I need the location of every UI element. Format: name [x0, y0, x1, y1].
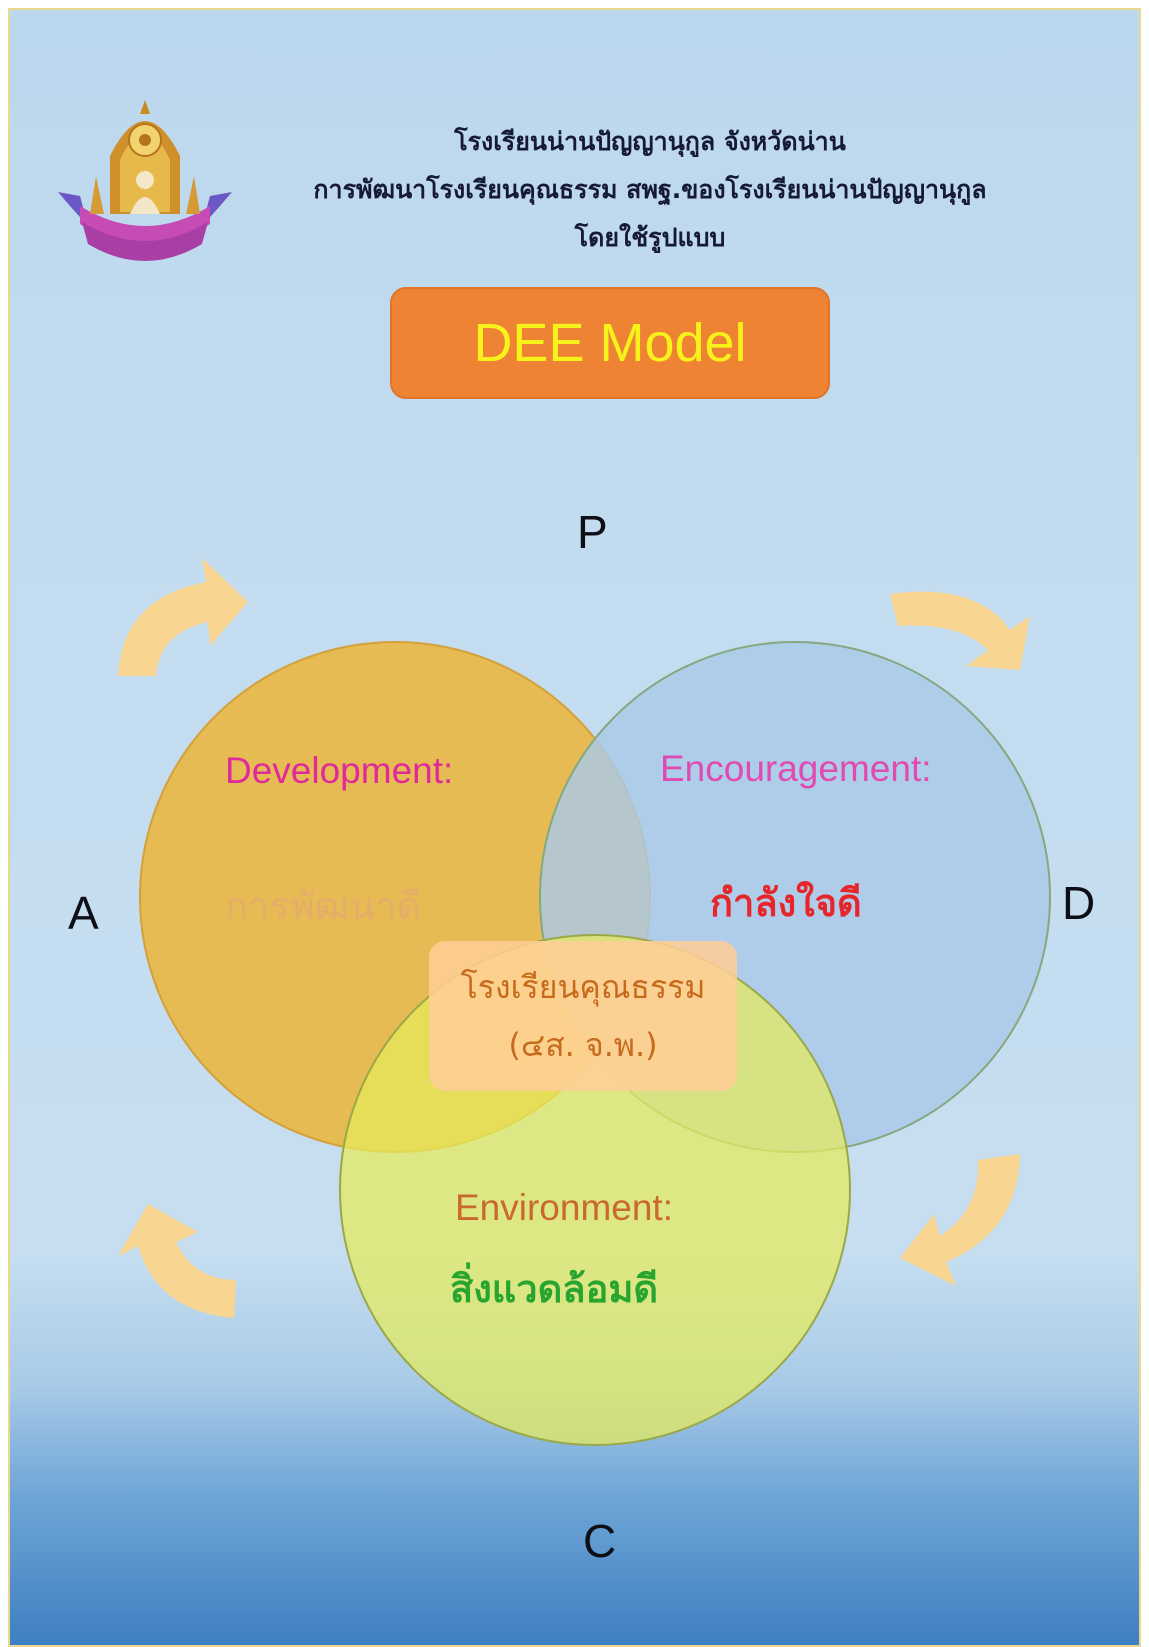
header-line-1: โรงเรียนน่านปัญญานุกูล จังหวัดน่าน	[454, 127, 846, 156]
environment-title: Environment:	[455, 1187, 673, 1228]
environment-subtitle: สิ่งแวดล้อมดี	[450, 1267, 659, 1311]
school-emblem-icon	[58, 100, 232, 261]
development-title: Development:	[225, 750, 454, 791]
venn-diagram	[118, 558, 1051, 1446]
model-title: DEE Model	[473, 313, 747, 373]
cycle-label-a: A	[68, 887, 99, 939]
curved-arrow-icon	[118, 558, 248, 676]
curved-arrow-icon	[118, 1204, 236, 1318]
cycle-label-c: C	[583, 1515, 617, 1567]
header-line-2: การพัฒนาโรงเรียนคุณธรรม สพฐ.ของโรงเรียนน…	[313, 175, 987, 204]
encouragement-title: Encouragement:	[660, 748, 932, 789]
center-label-line-2: (๔ส. จ.พ.)	[508, 1026, 658, 1064]
encouragement-subtitle: กำลังใจดี	[710, 881, 862, 925]
curved-arrow-icon	[900, 1154, 1020, 1286]
center-label-box: โรงเรียนคุณธรรม (๔ส. จ.พ.)	[429, 941, 737, 1091]
development-subtitle: การพัฒนาดี	[225, 884, 422, 928]
header-line-3: โดยใช้รูปแบบ	[574, 223, 726, 252]
header: โรงเรียนน่านปัญญานุกูล จังหวัดน่าน การพั…	[240, 118, 1060, 262]
cycle-label-p: P	[577, 506, 608, 558]
curved-arrow-icon	[890, 591, 1030, 670]
poster: โรงเรียนน่านปัญญานุกูล จังหวัดน่าน การพั…	[8, 8, 1141, 1647]
model-title-box: DEE Model	[390, 287, 830, 399]
cycle-label-d: D	[1062, 877, 1096, 929]
center-label-line-1: โรงเรียนคุณธรรม	[460, 968, 706, 1006]
